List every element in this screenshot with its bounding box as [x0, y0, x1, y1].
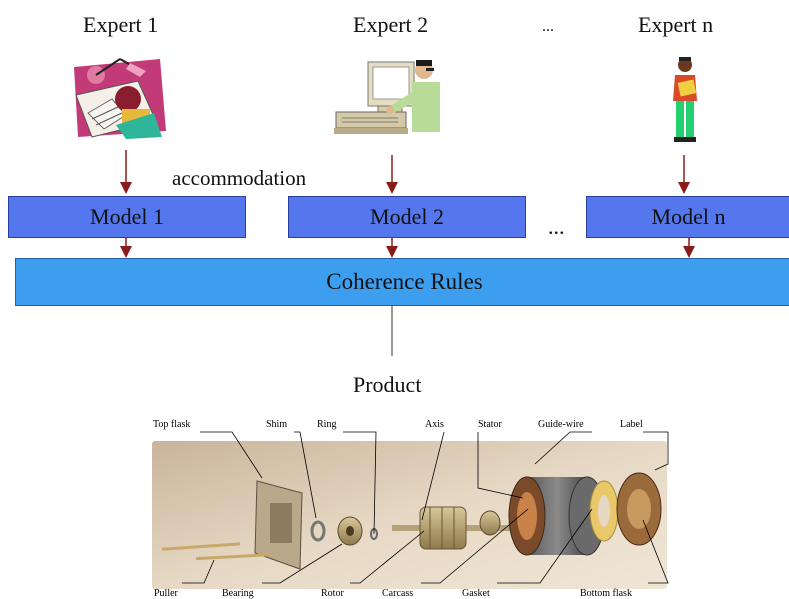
part-label-shim: Shim [266, 419, 288, 430]
coherence-rules-label: Coherence Rules [326, 269, 483, 294]
part-label-rotor: Rotor [321, 588, 344, 599]
model-2-label: Model 2 [370, 204, 444, 229]
product-label: Product [353, 372, 422, 397]
model-n-label: Model n [651, 204, 726, 229]
part-label-puller: Puller [154, 588, 178, 599]
part-label-top-flask: Top flask [153, 419, 191, 430]
part-label-label: Label [620, 419, 643, 430]
model-1-box: Model 1 [8, 196, 246, 238]
part-label-bottom-flask: Bottom flask [580, 588, 632, 599]
model-1-label: Model 1 [90, 204, 164, 229]
architect-drawing-icon [68, 55, 168, 140]
motor-exploded-photo [152, 441, 667, 589]
part-label-axis: Axis [425, 419, 444, 430]
part-label-guide-wire: Guide-wire [538, 419, 584, 430]
part-label-carcass: Carcass [382, 588, 414, 599]
models-ellipsis: ... [548, 214, 565, 239]
part-label-gasket: Gasket [462, 588, 490, 599]
model-2-box: Model 2 [288, 196, 526, 238]
computer-operator-icon [332, 52, 440, 140]
expert-1-label: Expert 1 [83, 12, 159, 37]
standing-person-icon [665, 55, 705, 145]
part-label-bearing: Bearing [222, 588, 254, 599]
part-label-stator: Stator [478, 419, 502, 430]
expert-2-label: Expert 2 [353, 12, 429, 37]
experts-ellipsis: ... [542, 18, 554, 35]
coherence-rules-box: Coherence Rules [15, 258, 789, 306]
accommodation-label: accommodation [172, 166, 307, 190]
expert-n-label: Expert n [638, 12, 714, 37]
model-n-box: Model n [586, 196, 789, 238]
part-label-ring: Ring [317, 419, 337, 430]
